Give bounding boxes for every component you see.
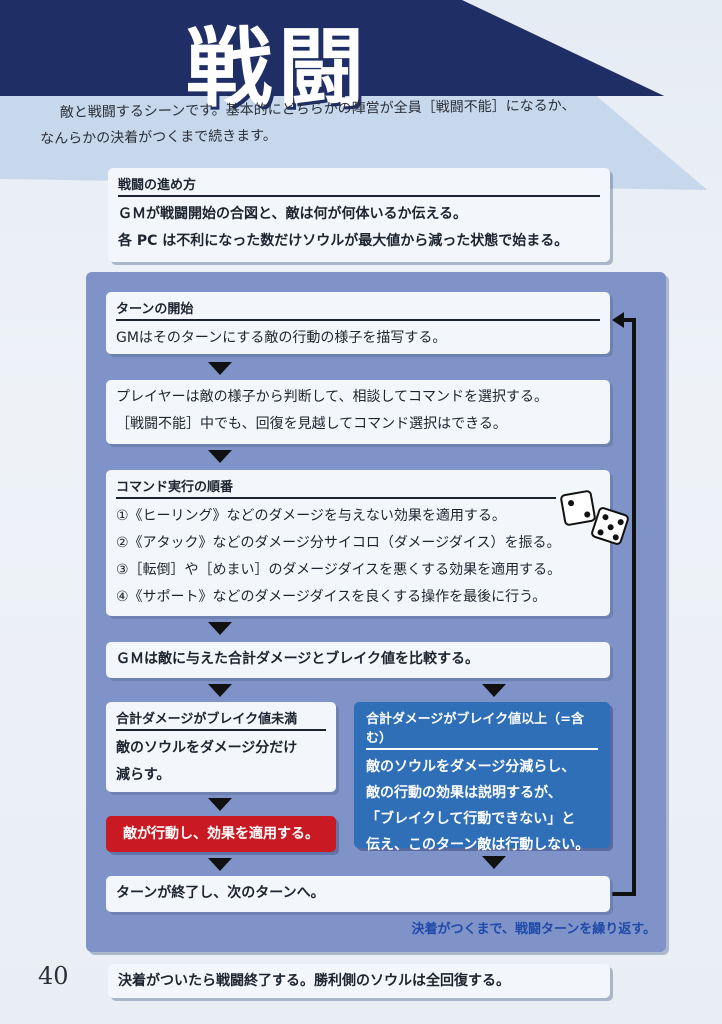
below-break-line-2: 減らす。 (116, 767, 171, 783)
command-order-heading: コマンド実行の順番 (116, 476, 556, 499)
loop-arrow-bottom (612, 892, 636, 896)
turn-start-line: GMはそのターンにする敵の行動の様子を描写する。 (116, 330, 447, 346)
arrow-down-icon (208, 798, 232, 811)
above-break-line-3: 「ブレイクして行動できない」と (366, 811, 576, 827)
player-command-line-2: ［戦闘不能］中でも、回復を見越してコマンド選択はできる。 (116, 416, 507, 432)
turn-start-card: ターンの開始 GMはそのターンにする敵の行動の様子を描写する。 (106, 292, 610, 354)
compare-card: ＧＭは敵に与えた合計ダメージとブレイク値を比較する。 (106, 642, 610, 678)
command-order-item-2: ②《アタック》などのダメージ分サイコロ（ダメージダイス）を振る。 (116, 535, 561, 551)
player-command-card: プレイヤーは敵の様子から判断して、相談してコマンドを選択する。 ［戦闘不能］中で… (106, 380, 610, 444)
arrow-down-icon (208, 450, 232, 463)
page-title: 戦闘 (186, 19, 370, 119)
turn-end-card: ターンが終了し、次のターンへ。 (106, 876, 610, 912)
above-break-line-2: 敵の行動の効果は説明するが、 (366, 785, 562, 801)
arrow-down-icon (208, 362, 232, 375)
compare-line: ＧＭは敵に与えた合計ダメージとブレイク値を比較する。 (116, 651, 480, 667)
intro-text: 敵と戦闘するシーンです。基本的にどちらかの陣営が全員［戦闘不能］になるか、 なん… (40, 92, 641, 152)
player-command-line-1: プレイヤーは敵の様子から判断して、相談してコマンドを選択する。 (116, 389, 549, 405)
below-break-card: 合計ダメージがブレイク値未満 敵のソウルをダメージ分だけ 減らす。 (106, 702, 336, 792)
command-order-item-1: ①《ヒーリング》などのダメージを与えない効果を適用する。 (116, 508, 506, 524)
turn-end-line: ターンが終了し、次のターンへ。 (116, 885, 325, 901)
arrow-down-icon (482, 856, 506, 869)
dice-icon (559, 489, 597, 527)
above-break-line-4: 伝え、このターン敵は行動しない。 (366, 837, 590, 853)
arrow-down-icon (208, 622, 232, 635)
command-order-item-3: ③［転倒］や［めまい］のダメージダイスを悪くする効果を適用する。 (116, 562, 562, 578)
turn-start-heading: ターンの開始 (116, 298, 600, 321)
battle-end-card: 決着がついたら戦闘終了する。勝利側のソウルは全回復する。 (108, 964, 610, 998)
above-break-card: 合計ダメージがブレイク値以上（=含む） 敵のソウルをダメージ分減らし、 敵の行動… (354, 702, 610, 853)
setup-line-1: ＧＭが戦闘開始の合図と、敵は何が何体いるか伝える。 (118, 206, 468, 222)
arrow-down-icon (208, 858, 232, 871)
setup-card: 戦闘の進め方 ＧＭが戦闘開始の合図と、敵は何が何体いるか伝える。 各 PC は不… (108, 168, 610, 262)
loop-arrow-top (618, 318, 636, 322)
page-number: 40 (38, 962, 69, 990)
below-break-heading: 合計ダメージがブレイク値未満 (116, 708, 326, 731)
above-break-line-1: 敵のソウルをダメージ分減らし、 (366, 759, 576, 775)
loop-arrow-vertical (632, 318, 636, 896)
arrow-down-icon (208, 684, 232, 697)
loop-arrowhead-icon (612, 312, 624, 328)
repeat-note: 決着がつくまで、戦闘ターンを繰り返す。 (411, 922, 656, 937)
command-order-item-4: ④《サポート》などのダメージダイスを良くする操作を最後に行う。 (116, 589, 547, 605)
command-order-card: コマンド実行の順番 ①《ヒーリング》などのダメージを与えない効果を適用する。 ②… (106, 470, 610, 616)
setup-heading: 戦闘の進め方 (118, 174, 600, 197)
arrow-down-icon (482, 684, 506, 697)
enemy-action-box: 敵が行動し、効果を適用する。 (106, 816, 336, 852)
above-break-heading: 合計ダメージがブレイク値以上（=含む） (366, 708, 598, 750)
battle-end-line: 決着がついたら戦闘終了する。勝利側のソウルは全回復する。 (118, 973, 510, 989)
below-break-line-1: 敵のソウルをダメージ分だけ (116, 740, 298, 756)
setup-line-2: 各 PC は不利になった数だけソウルが最大値から減った状態で始まる。 (118, 233, 569, 249)
